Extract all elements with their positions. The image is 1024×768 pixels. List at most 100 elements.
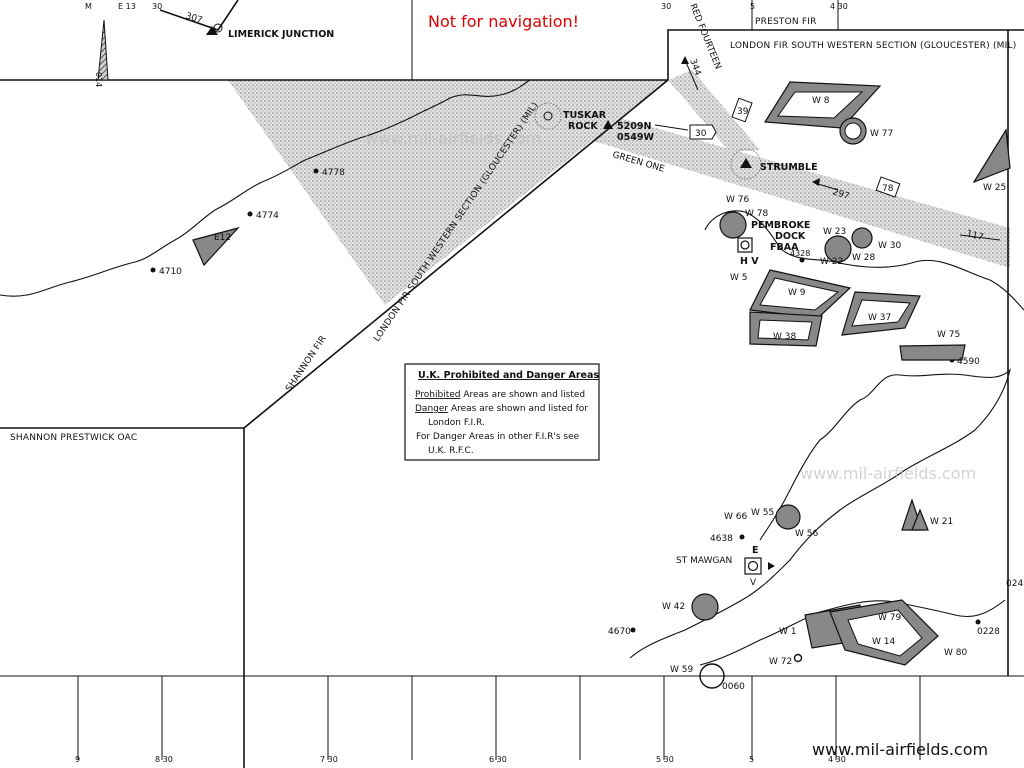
- place-tuskar-1: TUSKAR: [563, 110, 607, 121]
- area-w77: W 77: [870, 129, 893, 139]
- legend-line-2-rest: Areas are shown and listed for: [448, 404, 588, 414]
- spot-4590: 4590: [957, 357, 980, 367]
- place-pembroke-3: FBAA: [770, 242, 799, 253]
- airway-marker-boxes: [689, 97, 901, 198]
- area-w1: W 1: [779, 627, 797, 637]
- track-arrows: [654, 56, 1001, 241]
- watermark-north: www.mil-airfields.com: [365, 129, 541, 148]
- st-mawgan-v: V: [750, 578, 757, 588]
- legend-line-1-key: Prohibited: [415, 390, 460, 400]
- bottom-tick-830: 8 30: [155, 755, 173, 764]
- area-w80: W 80: [944, 648, 967, 658]
- area-w78: W 78: [745, 209, 768, 219]
- credit-text: www.mil-airfields.com: [812, 740, 988, 759]
- legend-line-5: U.K. R.F.C.: [428, 446, 474, 456]
- area-w30: W 30: [878, 241, 901, 251]
- airway-marker-30: 30: [695, 129, 707, 139]
- area-w28: W 28: [852, 253, 875, 263]
- place-limerick-junction: LIMERICK JUNCTION: [228, 29, 334, 40]
- place-pembroke-2: DOCK: [775, 231, 806, 242]
- bottom-tick-630: 6 30: [489, 755, 507, 764]
- ireland-coastline: [0, 79, 531, 297]
- fir-boundary-right: [667, 29, 1024, 80]
- green-one-corridor: [590, 118, 1010, 268]
- danger-areas: [192, 81, 1011, 689]
- area-w79: W 79: [878, 613, 901, 623]
- top-tick-30a: 30: [152, 2, 162, 11]
- place-tuskar-2: ROCK: [568, 121, 598, 132]
- top-tick-430: 4 30: [830, 2, 848, 11]
- area-w38: W 38: [773, 332, 796, 342]
- area-w5: W 5: [730, 273, 748, 283]
- area-w59: W 59: [670, 665, 693, 675]
- spot-0060: 0060: [722, 682, 745, 692]
- area-w25: W 25: [983, 183, 1006, 193]
- bottom-tick-530: 5 30: [656, 755, 674, 764]
- area-w14: W 14: [872, 637, 895, 647]
- legend-line-4: For Danger Areas in other F.I.R's see: [416, 432, 580, 442]
- watermark-south: www.mil-airfields.com: [800, 464, 976, 483]
- spot-height-markers: [150, 168, 981, 633]
- top-tick-30b: 30: [661, 2, 671, 11]
- bottom-tick-730: 7 30: [320, 755, 338, 764]
- bottom-tick-9: 9: [75, 755, 80, 764]
- place-strumble: STRUMBLE: [760, 162, 818, 173]
- top-tick-m: M: [85, 2, 92, 11]
- area-w9: W 9: [788, 288, 806, 298]
- vertical-track-marker: [97, 19, 109, 81]
- tuskar-coord-lat: 5209N: [617, 121, 651, 132]
- bottom-tick-430: 4 30: [828, 755, 846, 764]
- area-w42: W 42: [662, 602, 685, 612]
- region-shannon-prestwick: SHANNON PRESTWICK OAC: [10, 433, 137, 443]
- limerick-junction-symbol: [206, 23, 223, 35]
- area-w21: W 21: [930, 517, 953, 527]
- airway-marker-39: 39: [737, 107, 749, 117]
- track-307: 307: [184, 11, 203, 26]
- limerick-line: [159, 0, 239, 31]
- not-for-navigation-banner: Not for navigation!: [428, 12, 579, 31]
- strumble-rosette: [730, 148, 762, 180]
- legend-title: U.K. Prohibited and Danger Areas: [418, 370, 599, 381]
- cornwall-south-coast: [699, 599, 1006, 666]
- place-pembroke-1: PEMBROKE: [751, 220, 810, 231]
- area-e12: E12: [214, 233, 231, 243]
- top-tick-5: 5: [750, 2, 755, 11]
- area-w76: W 76: [726, 195, 749, 205]
- area-w56: W 56: [795, 529, 818, 539]
- area-w55: W 55: [751, 508, 774, 518]
- place-st-mawgan: ST MAWGAN: [676, 556, 732, 566]
- airway-marker-78: 78: [882, 184, 894, 194]
- st-mawgan-airfield-symbol: [744, 557, 775, 575]
- legend-line-1-rest: Areas are shown and listed: [460, 390, 585, 400]
- spot-4670: 4670: [608, 627, 631, 637]
- area-w8: W 8: [812, 96, 830, 106]
- left-vertical-014: 014: [94, 72, 103, 87]
- spot-0228: 0228: [977, 627, 1000, 637]
- tuskar-coord-lon: 0549W: [617, 132, 654, 143]
- bottom-tick-5: 5: [749, 755, 754, 764]
- region-preston-fir: PRESTON FIR: [755, 17, 817, 27]
- bottom-ticks: [77, 0, 921, 760]
- legend-box: [404, 363, 600, 461]
- pembroke-airfield-symbol: [737, 237, 753, 253]
- area-w75: W 75: [937, 330, 960, 340]
- area-w72: W 72: [769, 657, 792, 667]
- legend-line-2: Danger Areas are shown and listed for: [415, 404, 588, 414]
- region-london-fir-top: LONDON FIR SOUTH WESTERN SECTION (GLOUCE…: [730, 41, 1016, 51]
- spot-4638: 4638: [710, 534, 733, 544]
- tuskar-rosette: [534, 102, 613, 130]
- legend-line-1: Prohibited Areas are shown and listed: [415, 390, 585, 400]
- legend-line-2-key: Danger: [415, 404, 448, 414]
- area-w37: W 37: [868, 313, 891, 323]
- top-tick-e13: E 13: [118, 2, 136, 11]
- spot-4710: 4710: [159, 267, 182, 277]
- fir-boundary-diagonal: [243, 79, 669, 429]
- track-117: 117: [965, 229, 984, 243]
- spot-4778: 4778: [322, 168, 345, 178]
- st-mawgan-e: E: [752, 545, 759, 556]
- spot-4328: 4328: [790, 249, 810, 258]
- spot-024: 024: [1006, 579, 1023, 589]
- area-w22: W 22: [820, 257, 843, 267]
- red-fourteen-corridor: [668, 70, 760, 152]
